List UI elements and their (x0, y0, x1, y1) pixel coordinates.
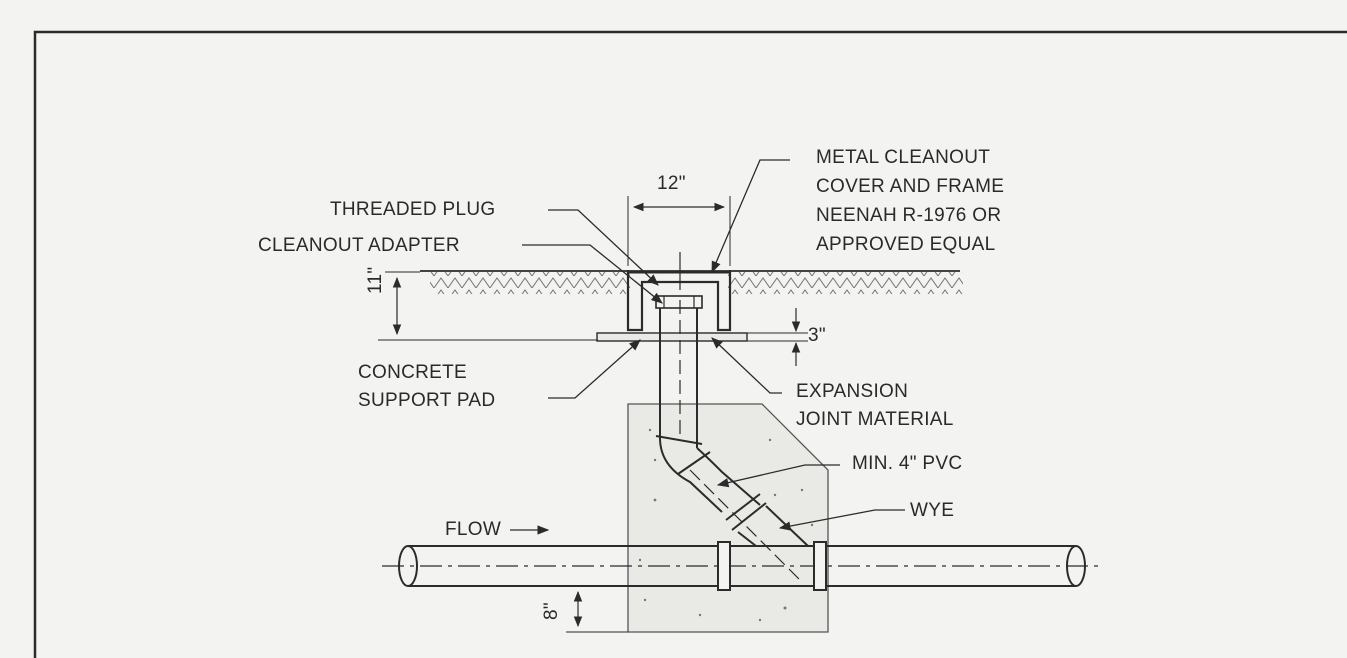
dimension-11in-label: 11" (365, 266, 386, 294)
concrete-pad-label-line1: CONCRETE (358, 362, 468, 383)
dimension-11in (378, 271, 598, 341)
dimension-3in-label: 3" (808, 325, 826, 346)
threaded-plug-label: THREADED PLUG (330, 199, 496, 220)
expansion-joint-label-line2: JOINT MATERIAL (796, 409, 954, 430)
main-sewer-pipe (382, 541, 1100, 591)
dimension-12in-label: 12" (657, 173, 686, 194)
sheet-border (33, 30, 1347, 658)
cleanout-adapter-label: CLEANOUT ADAPTER (258, 235, 460, 256)
min-pvc-label: MIN. 4" PVC (852, 453, 963, 474)
dimension-8in (566, 590, 628, 633)
dimension-8in-label: 8" (541, 602, 562, 620)
metal-cover-label-line4: APPROVED EQUAL (816, 234, 996, 255)
diagonal-pipe (655, 300, 809, 581)
expansion-joint-label-line1: EXPANSION (796, 381, 909, 402)
flow-label: FLOW (445, 519, 502, 540)
wye-label: WYE (910, 500, 955, 521)
ground-surface (420, 270, 963, 294)
metal-cover-label-line1: METAL CLEANOUT (816, 147, 991, 168)
leader-lines (510, 159, 905, 535)
metal-cover-label-line2: COVER AND FRAME (816, 176, 1005, 197)
concrete-support-pad (596, 332, 748, 342)
dimension-3in (747, 308, 808, 366)
riser-pipe (659, 308, 698, 448)
cleanout-frame (626, 252, 732, 332)
metal-cover-label-line3: NEENAH R-1976 OR (816, 205, 1002, 226)
concrete-pad-label-line2: SUPPORT PAD (358, 390, 496, 411)
cleanout-adapter (655, 295, 703, 309)
dimension-12in (627, 196, 731, 266)
